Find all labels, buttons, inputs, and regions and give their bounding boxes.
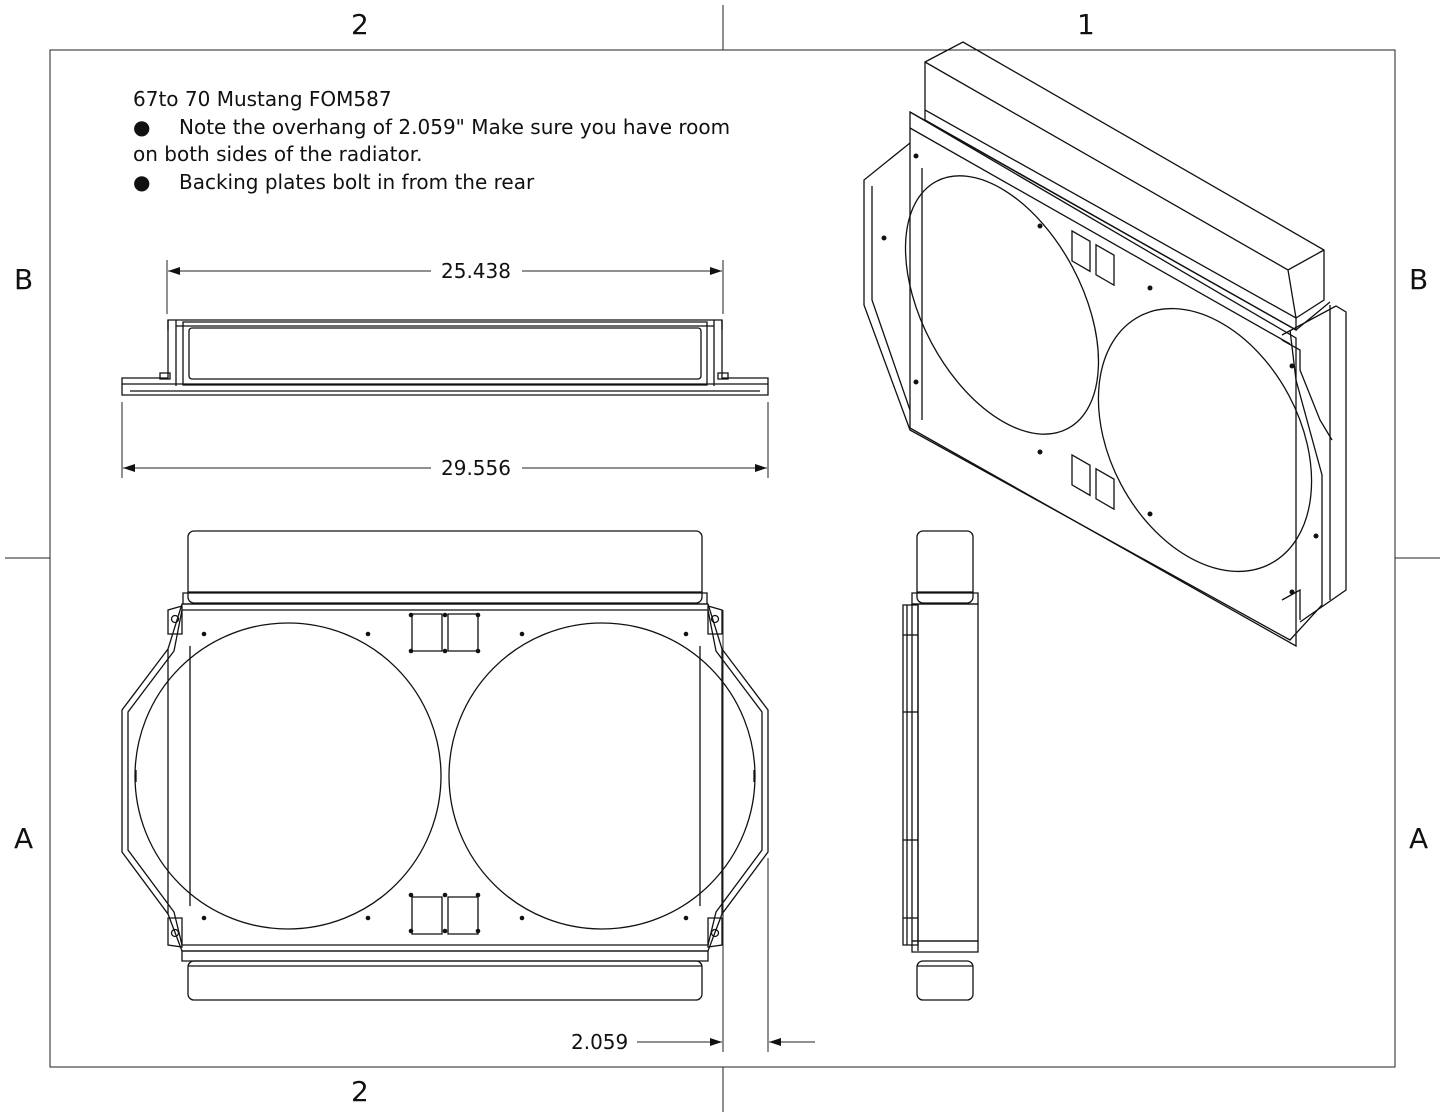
zone-label-top-2: 2	[351, 8, 369, 41]
zone-label-top-1: 1	[1077, 8, 1095, 41]
note-1-line-2: on both sides of the radiator.	[133, 142, 423, 166]
dimension-top-width: 25.438	[435, 260, 517, 282]
dimension-overall-width: 29.556	[435, 457, 517, 479]
side-view	[903, 531, 978, 1000]
front-view-holes	[201, 612, 689, 934]
note-2: ● Backing plates bolt in from the rear	[133, 169, 730, 197]
sheet-frame	[5, 5, 1440, 1112]
zone-label-right-a: A	[1409, 822, 1429, 855]
bullet-icon: ●	[133, 114, 151, 139]
note-1-line-1: Note the overhang of 2.059" Make sure yo…	[179, 114, 731, 139]
zone-label-left-a: A	[14, 822, 34, 855]
front-view-tab-holes	[136, 616, 754, 937]
notes-title: 67to 70 Mustang FOM587	[133, 87, 392, 111]
zone-label-left-b: B	[14, 263, 34, 296]
isometric-view	[864, 42, 1355, 646]
isometric-view-holes	[881, 153, 1319, 595]
dimension-overhang: 2.059	[565, 1031, 635, 1053]
dimension-lines-bottom	[637, 610, 815, 1052]
bullet-icon: ●	[133, 169, 151, 194]
top-view	[122, 320, 768, 395]
zone-label-right-b: B	[1409, 263, 1429, 296]
zone-label-bottom-2: 2	[351, 1075, 369, 1108]
drawing-notes: 67to 70 Mustang FOM587 ● Note the overhan…	[133, 86, 730, 196]
front-view	[122, 531, 768, 1000]
note-1: ● Note the overhang of 2.059" Make sure y…	[133, 114, 730, 142]
dimension-lines-top	[122, 260, 768, 478]
note-2-text: Backing plates bolt in from the rear	[179, 169, 535, 194]
